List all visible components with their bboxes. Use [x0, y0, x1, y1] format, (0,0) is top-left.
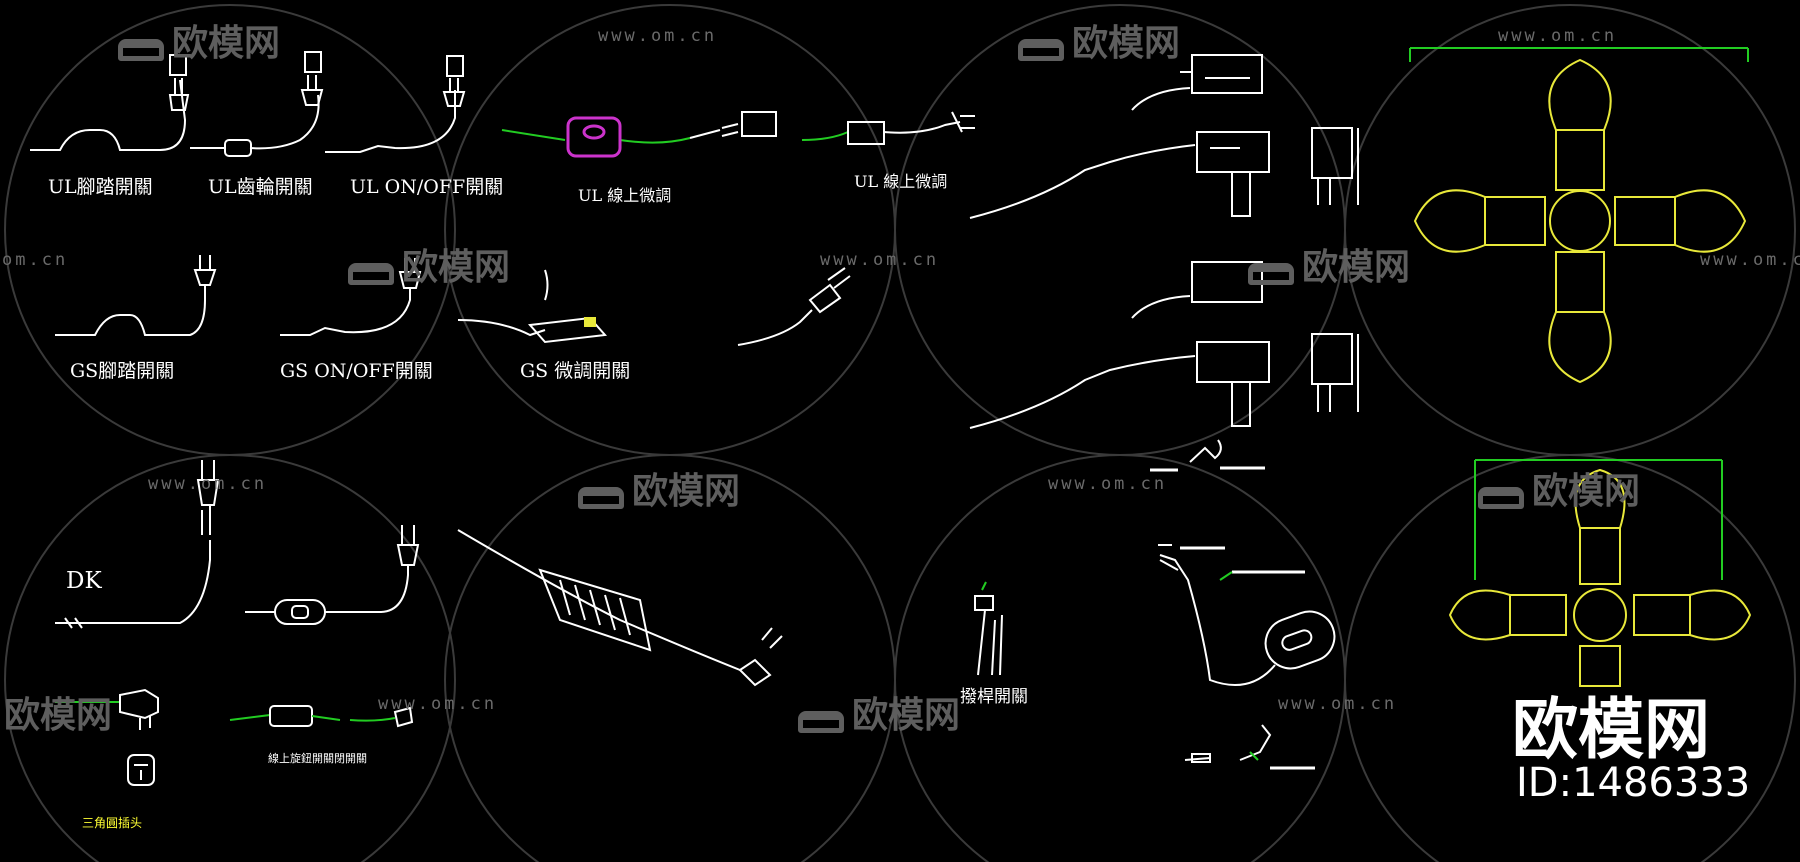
- adapter-side-1: [1311, 127, 1359, 205]
- dc-plug-top: [1150, 439, 1265, 472]
- watermark-brand: 欧模网: [118, 14, 280, 66]
- label-triangle-plug: 三角圓插头: [82, 816, 143, 830]
- watermark-url: om.cn: [2, 250, 69, 270]
- watermark-url: www.om.cn: [1048, 474, 1168, 494]
- ul-wheel-switch: [190, 51, 324, 157]
- watermark-url: www.om.cn: [1498, 26, 1618, 46]
- label-gs-onoff-switch: GS ON/OFF開關: [280, 360, 433, 382]
- gs-onoff-switch: [280, 258, 422, 336]
- rocker-switch: [974, 581, 1003, 676]
- ul-foot-switch: [30, 54, 190, 151]
- label-gs-dimmer-switch: GS 微調開關: [520, 360, 631, 382]
- bulb-cross-top: [1409, 47, 1749, 384]
- ul-inline-dimmer-magenta: [501, 111, 777, 158]
- plug-center: [737, 267, 851, 346]
- adapter-top-2: [969, 131, 1270, 219]
- watermark-brand: 欧模网: [1248, 238, 1410, 290]
- watermark-brand: 欧模网: [1018, 14, 1180, 66]
- watermark-url: www.om.cn: [1278, 694, 1398, 714]
- brand-name: 欧模网: [1512, 691, 1710, 768]
- sofa-logo-icon: [798, 711, 844, 733]
- label-ul-onoff-switch: UL ON/OFF開關: [350, 176, 504, 198]
- label-dk: DK: [66, 568, 102, 594]
- adapter-top-1: [1131, 54, 1263, 111]
- dk-inline-switch: [245, 525, 420, 625]
- watermark-url: www.om.cn: [598, 26, 718, 46]
- label-inline-dimmer-small: 線上旋鈕開關閉開關: [268, 752, 367, 765]
- gs-foot-switch: [55, 255, 217, 336]
- label-gs-foot-switch: GS腳踏開關: [70, 360, 175, 382]
- watermark-url: www.om.cn: [1700, 250, 1800, 270]
- watermark-circles: [4, 4, 1796, 862]
- label-ul-foot-switch: UL腳踏開關: [48, 176, 153, 198]
- brand-id: ID:1486333: [1516, 760, 1751, 806]
- sofa-logo-icon: [1478, 487, 1524, 509]
- label-ul-wheel-switch: UL齒輪開關: [208, 176, 313, 198]
- watermark-brand: 欧模网: [578, 462, 740, 514]
- label-ul-inline-dimmer: UL 線上微調: [578, 186, 672, 205]
- small-inline-dimmer: [229, 705, 414, 728]
- sofa-logo-icon: [1018, 39, 1064, 61]
- sofa-logo-icon: [578, 487, 624, 509]
- label-rocker-switch: 撥桿開關: [960, 687, 1028, 707]
- watermark-url: www.om.cn: [820, 250, 940, 270]
- sofa-logo-icon: [348, 263, 394, 285]
- watermark-url: www.om.cn: [378, 694, 498, 714]
- dk-cable: [55, 460, 220, 629]
- label-ul-inline-dimmer: UL 線上微調: [854, 172, 948, 191]
- cable-bundle: [457, 529, 783, 687]
- adapter-side-2: [1311, 333, 1359, 412]
- triangle-plug-adapter: [55, 688, 159, 786]
- sofa-logo-icon: [1248, 263, 1294, 285]
- watermark-brand: 欧模网: [4, 695, 113, 736]
- gs-dimmer-switch: [457, 269, 608, 344]
- ul-onoff-switch: [325, 55, 466, 153]
- watermark-brand: 欧模网: [348, 238, 510, 290]
- sofa-logo-icon: [118, 39, 164, 61]
- small-dc-jack: [1184, 724, 1315, 770]
- adapter-mid-1: [1131, 261, 1263, 319]
- bulb-cross-bottom: [1448, 459, 1752, 687]
- ul-inline-dimmer-small: [801, 111, 975, 145]
- watermark-brand: 欧模网: [1478, 462, 1640, 514]
- adapter-mid-2: [969, 341, 1270, 429]
- dc-connector-oval: [1158, 544, 1336, 686]
- watermark-brand: 欧模网: [798, 686, 960, 738]
- watermark-url: www.om.cn: [148, 474, 268, 494]
